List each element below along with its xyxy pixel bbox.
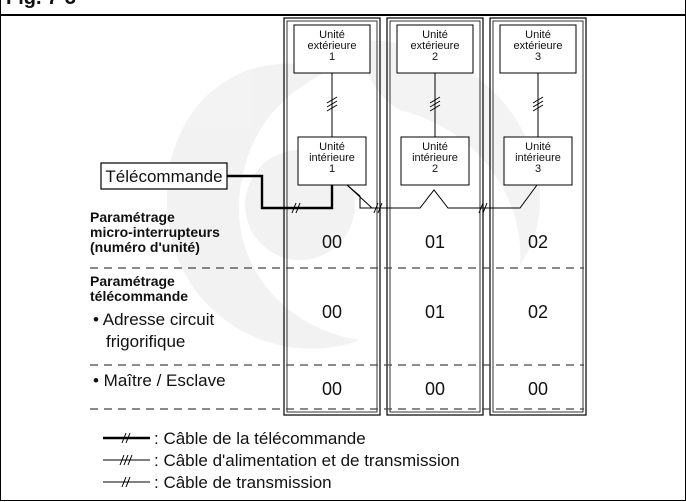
legend-remote-cable-text: : Câble de la télécommande <box>154 429 366 448</box>
outdoor-unit-1-label-3: 1 <box>329 51 335 63</box>
transmission-cable-hatch <box>478 202 484 214</box>
power-cable-hatch <box>429 100 441 108</box>
circuit-label-line-2: frigorifique <box>106 332 185 351</box>
outdoor-unit-2-label-2: extérieure <box>411 40 460 52</box>
column-frame-3 <box>489 17 587 416</box>
transmission-cable-hatch <box>482 202 488 214</box>
circuit-label-line-1: • Adresse circuit <box>93 310 214 329</box>
dip-title-line-1: Paramétrage <box>90 209 175 225</box>
indoor-unit-1-label-1: Unité <box>319 141 345 153</box>
transmission-cable <box>346 184 538 209</box>
outdoor-unit-2-label-3: 2 <box>432 51 438 63</box>
legend-power-cable-text: : Câble d'alimentation et de transmissio… <box>154 451 460 470</box>
remote-cable <box>227 174 334 210</box>
master-value-3: 00 <box>528 379 548 399</box>
power-cable-hatch <box>326 100 338 108</box>
legend-transmission-cable-text: : Câble de transmission <box>154 473 332 492</box>
master-value-2: 00 <box>425 379 445 399</box>
indoor-unit-2-label-2: intérieure <box>412 152 458 164</box>
indoor-unit-2-label-3: 2 <box>432 163 438 175</box>
circuit-value-2: 01 <box>425 302 445 322</box>
column-frame-inner-1 <box>286 20 378 413</box>
outdoor-unit-2 <box>396 24 474 74</box>
remote-controller-label: Télécommande <box>105 167 222 186</box>
indoor-unit-3-label-2: intérieure <box>515 152 561 164</box>
column-frame-2 <box>386 17 484 416</box>
circuit-value-1: 00 <box>322 302 342 322</box>
dip-value-1: 00 <box>322 232 342 252</box>
remote-controller-box <box>100 162 228 190</box>
figure-header-bar <box>0 0 686 16</box>
remote-title-line-2: télécommande <box>90 288 188 304</box>
dip-title-line-2: micro-interrupteurs <box>90 224 220 240</box>
power-cable-hatch <box>326 96 338 104</box>
indoor-unit-2-label-1: Unité <box>422 141 448 153</box>
legend-transmission-cable-symbol <box>103 476 150 488</box>
dip-value-2: 01 <box>425 232 445 252</box>
column-frame-inner-3 <box>492 20 584 413</box>
dip-value-3: 02 <box>528 232 548 252</box>
figure-title: Fig. 7-3 <box>6 0 76 8</box>
indoor-unit-3 <box>503 136 573 186</box>
dip-title-line-3: (numéro d'unité) <box>90 239 200 255</box>
transmission-cable-branch <box>346 184 420 209</box>
indoor-unit-3-label-1: Unité <box>525 141 551 153</box>
outdoor-unit-3-label-2: extérieure <box>514 40 563 52</box>
outdoor-unit-3 <box>499 24 577 74</box>
outdoor-unit-3-label-3: 3 <box>535 51 541 63</box>
column-frame-1 <box>283 17 381 416</box>
master-value-1: 00 <box>322 379 342 399</box>
power-cable-hatch <box>429 104 441 112</box>
column-frame-inner-2 <box>389 20 481 413</box>
power-cable-hatch <box>429 96 441 104</box>
power-cable-hatch <box>532 100 544 108</box>
legend-power-cable-symbol <box>103 454 150 466</box>
indoor-unit-3-label-3: 3 <box>535 163 541 175</box>
power-cable-hatch <box>532 96 544 104</box>
outdoor-unit-2-label-1: Unité <box>422 29 448 41</box>
transmission-cable-hatch <box>377 202 383 214</box>
indoor-unit-1-label-2: intérieure <box>309 152 355 164</box>
legend-remote-cable-symbol <box>103 432 150 444</box>
transmission-cable-hatch <box>373 202 379 214</box>
indoor-unit-1-label-3: 1 <box>329 163 335 175</box>
circuit-value-3: 02 <box>528 302 548 322</box>
outdoor-unit-1 <box>293 24 371 74</box>
remote-cable-hatch <box>295 202 301 214</box>
outdoor-unit-3-label-1: Unité <box>525 29 551 41</box>
master-label: • Maître / Esclave <box>93 371 226 390</box>
legend <box>103 432 150 488</box>
outdoor-unit-1-label-1: Unité <box>319 29 345 41</box>
remote-cable-hatch <box>291 202 297 214</box>
outdoor-unit-1-label-2: extérieure <box>308 40 357 52</box>
indoor-unit-2 <box>400 136 470 186</box>
remote-title-line-1: Paramétrage <box>90 273 175 289</box>
indoor-unit-1 <box>297 136 367 186</box>
power-cable-hatch <box>532 104 544 112</box>
power-cable-hatch <box>326 104 338 112</box>
